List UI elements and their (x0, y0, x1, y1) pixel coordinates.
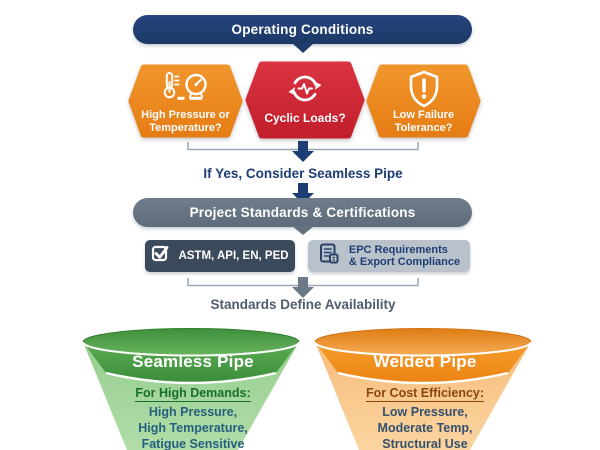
checkbox-check-icon (151, 244, 170, 268)
shield-alert-icon (366, 70, 481, 108)
thermometer-gauge-icon (128, 71, 243, 105)
operating-conditions-header: Operating Conditions (133, 15, 472, 44)
funnel-subtitle: For High Demands: (135, 386, 251, 402)
standards-box-label: EPC Requirements & Export Compliance (349, 244, 460, 269)
header-pointer-down (292, 43, 314, 53)
standards-box-label: ASTM, API, EN, PED (178, 250, 289, 262)
funnel-items: Low Pressure, Moderate Temp, Structural … (312, 404, 538, 450)
funnel-title: Welded Pipe (373, 352, 477, 371)
funnel-welded-pipe: Welded Pipe For Cost Efficiency: Low Pre… (312, 326, 538, 450)
hexagon-label-line: High Pressure or (141, 109, 230, 121)
standards-box-astm: ASTM, API, EN, PED (145, 240, 295, 272)
arrow-down-icon (292, 141, 314, 162)
hexagon-label-line: Temperature? (149, 121, 222, 134)
hexagon-cyclic-loads: Cyclic Loads? (245, 61, 365, 139)
standards-pointer-down (292, 226, 314, 235)
hexagon-label: Low Failure Tolerance? (366, 109, 481, 134)
hexagon-label-line: Tolerance? (394, 121, 453, 134)
funnel-subtitle: For Cost Efficiency: (365, 386, 485, 402)
standards-box-epc: EPC Requirements & Export Compliance (308, 240, 470, 272)
funnel-item: Low Pressure, (382, 405, 468, 419)
funnel-item: High Temperature, (138, 421, 248, 435)
hexagon-shape (128, 64, 243, 138)
hexagon-label: High Pressure or Temperature? (128, 109, 243, 134)
document-icon (318, 242, 341, 270)
hexagon-shape (366, 64, 481, 138)
standards-box-label-line: & Export Compliance (348, 256, 461, 268)
funnel-title: Seamless Pipe (132, 352, 254, 371)
funnel-item: Fatigue Sensitive (141, 437, 245, 450)
standards-box-label-line: EPC Requirements (348, 243, 448, 256)
funnel-seamless-pipe: Seamless Pipe For High Demands: High Pre… (80, 326, 306, 450)
funnel-item: Moderate Temp, (377, 421, 473, 435)
hexagon-high-pressure-temperature: High Pressure or Temperature? (128, 64, 243, 138)
project-standards-label: Project Standards & Certifications (189, 205, 416, 220)
cyclic-arrows-icon (245, 69, 365, 109)
project-standards-header: Project Standards & Certifications (133, 198, 472, 227)
funnel-shape (314, 328, 532, 450)
operating-conditions-label: Operating Conditions (231, 22, 374, 37)
funnel-item: Structural Use (382, 437, 468, 450)
funnel-items: High Pressure, High Temperature, Fatigue… (80, 404, 306, 450)
hexagon-low-failure-tolerance: Low Failure Tolerance? (366, 64, 481, 138)
funnel-item: High Pressure, (148, 405, 238, 419)
if-yes-note: If Yes, Consider Seamless Pipe (203, 166, 403, 181)
hexagon-label-line: Cyclic Loads? (264, 111, 346, 125)
hexagon-label: Cyclic Loads? (245, 112, 365, 125)
hexagon-label-line: Low Failure (392, 109, 455, 121)
standards-availability-note: Standards Define Availability (210, 297, 396, 312)
funnel-shape (82, 328, 300, 450)
arrow-down-icon (292, 277, 314, 298)
arrow-down-icon (292, 183, 314, 204)
